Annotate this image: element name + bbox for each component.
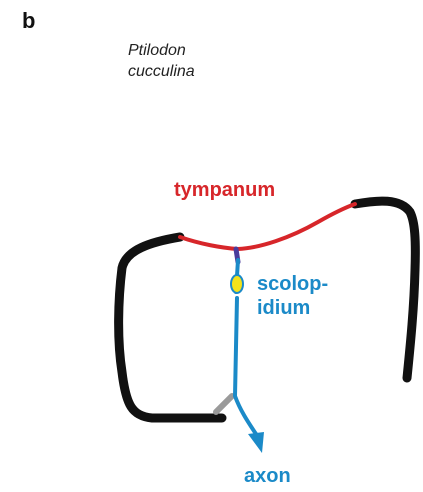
axon-arrowhead bbox=[248, 432, 264, 453]
scolopidium-label-line1: scolop- bbox=[257, 272, 328, 296]
body-wall-right bbox=[355, 201, 415, 378]
tympanum-membrane bbox=[180, 204, 355, 249]
scolopidium-body bbox=[231, 275, 243, 293]
body-wall-left bbox=[119, 237, 222, 418]
axon-label: axon bbox=[244, 464, 291, 488]
scolopidium-label: scolop- idium bbox=[257, 272, 328, 320]
tympanum-label: tympanum bbox=[174, 178, 275, 202]
attachment-strand bbox=[216, 396, 232, 412]
scolopidium-label-line2: idium bbox=[257, 296, 328, 320]
